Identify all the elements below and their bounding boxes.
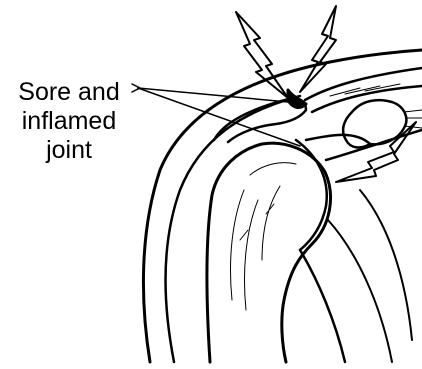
annotation-line-1: Sore and <box>0 78 144 107</box>
humeral-head <box>207 143 331 362</box>
pointer-to-glenoid <box>138 88 300 146</box>
pain-bolt-left <box>236 12 288 98</box>
pointer-to-acromion <box>138 88 288 102</box>
muscle-line <box>328 190 412 362</box>
annotation-line-2: inflamed <box>0 107 144 136</box>
scapula-edge <box>306 130 422 160</box>
humerus-shaft-right <box>300 250 345 362</box>
sore-spot <box>288 90 306 107</box>
pain-bolt-top <box>300 6 336 92</box>
arm-outline-inner <box>166 96 300 362</box>
annotation-line-3: joint <box>0 136 144 165</box>
